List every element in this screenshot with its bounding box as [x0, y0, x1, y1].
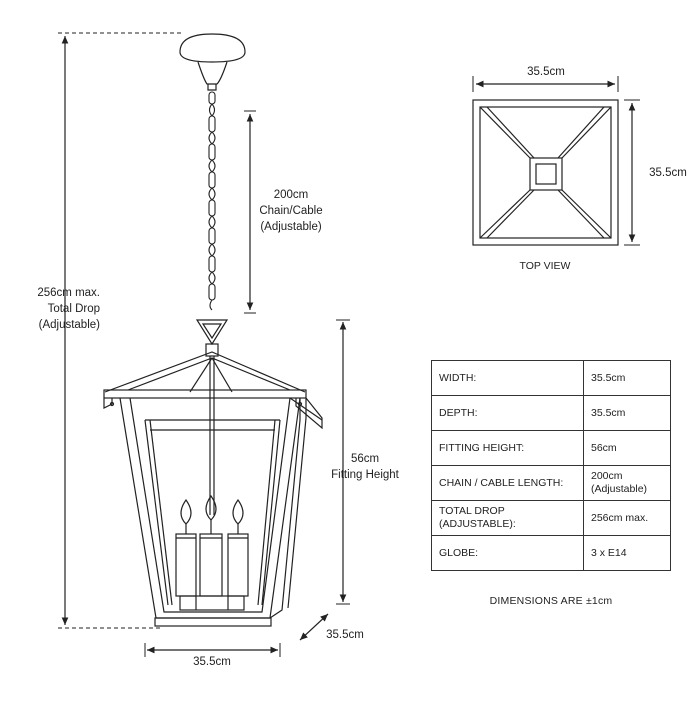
spec-table: WIDTH: 35.5cm DEPTH: 35.5cm FITTING HEIG…: [431, 360, 671, 571]
hanging-loop: [195, 319, 229, 357]
spec-value: 56cm: [583, 430, 671, 466]
total-drop-caption: Total Drop: [47, 303, 100, 315]
spec-key: FITTING HEIGHT:: [431, 430, 584, 466]
depth-arrow: [299, 613, 329, 641]
tolerance-note: DIMENSIONS ARE ±1cm: [489, 595, 613, 607]
table-row: DEPTH: 35.5cm: [431, 395, 671, 431]
top-view-width-label: 35.5cm: [527, 66, 565, 78]
table-row: GLOBE: 3 x E14: [431, 535, 671, 571]
spec-key: WIDTH:: [431, 360, 584, 396]
fitting-height-label: 56cm Fitting Height: [325, 451, 405, 483]
depth-label: 35.5cm: [326, 629, 364, 641]
spec-value: 35.5cm: [583, 360, 671, 396]
top-view-drawing: [472, 76, 640, 246]
width-label: 35.5cm: [193, 656, 231, 668]
top-view-depth-label: 35.5cm: [649, 167, 687, 179]
chain-value: 200cm: [273, 189, 309, 201]
table-row: WIDTH: 35.5cm: [431, 360, 671, 396]
table-row: TOTAL DROP (ADJUSTABLE): 256cm max.: [431, 500, 671, 536]
fitting-height-caption: Fitting Height: [331, 469, 399, 481]
table-row: CHAIN / CABLE LENGTH: 200cm (Adjustable): [431, 465, 671, 501]
spec-key: CHAIN / CABLE LENGTH:: [431, 465, 584, 501]
spec-value: 3 x E14: [583, 535, 671, 571]
chain-caption: Chain/Cable: [259, 205, 323, 217]
table-row: FITTING HEIGHT: 56cm: [431, 430, 671, 466]
total-drop-label: 256cm max. Total Drop (Adjustable): [0, 285, 100, 333]
lantern-body: [119, 356, 307, 627]
lantern-roof: [103, 351, 323, 430]
spec-key: TOTAL DROP (ADJUSTABLE):: [431, 500, 584, 536]
spec-key: GLOBE:: [431, 535, 584, 571]
chain: [208, 91, 216, 311]
candle-cluster: [175, 494, 249, 611]
spec-value: 200cm (Adjustable): [583, 465, 671, 501]
fitting-height-value: 56cm: [350, 453, 380, 465]
chain-label: 200cm Chain/Cable (Adjustable): [251, 187, 331, 235]
spec-key: DEPTH:: [431, 395, 584, 431]
spec-value: 35.5cm: [583, 395, 671, 431]
spec-value: 256cm max.: [583, 500, 671, 536]
total-drop-value: 256cm max.: [37, 287, 100, 299]
ceiling-canopy: [179, 33, 246, 91]
total-drop-note: (Adjustable): [38, 319, 100, 331]
top-view-caption: TOP VIEW: [519, 260, 571, 272]
chain-note: (Adjustable): [260, 221, 322, 233]
